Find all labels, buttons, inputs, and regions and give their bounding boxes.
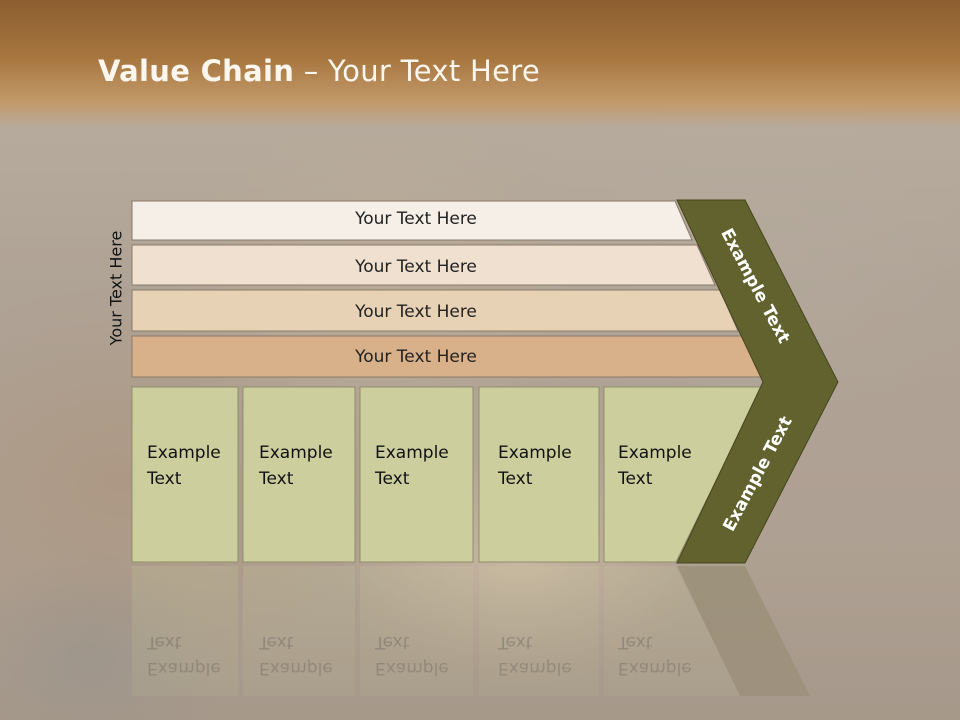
bar-label-4: Your Text Here (355, 347, 477, 367)
bar-label-1: Your Text Here (355, 209, 477, 229)
bar-label-3: Your Text Here (355, 302, 477, 322)
bar-3 (131, 289, 739, 332)
header-band (0, 0, 960, 128)
box-text-1: Example Text (147, 443, 221, 489)
box-text-5: Example Text (618, 443, 692, 489)
box-2 (242, 386, 356, 563)
chevron-arrow (676, 199, 839, 564)
title-bold: Value Chain (98, 54, 295, 88)
box-text-3: Example Text (375, 443, 449, 489)
slide-title: Value Chain – Your Text Here (98, 54, 540, 88)
reflection-area: Example Text Example Text Example Text E… (0, 565, 960, 720)
box-5 (603, 386, 763, 563)
box-1 (131, 386, 239, 563)
bar-1 (131, 200, 693, 241)
box-3 (359, 386, 474, 563)
bar-2 (131, 244, 716, 286)
bar-label-2: Your Text Here (355, 257, 477, 277)
title-rest: – Your Text Here (294, 54, 540, 88)
box-text-4: Example Text (498, 443, 572, 489)
box-text-2: Example Text (259, 443, 333, 489)
box-4 (478, 386, 600, 563)
